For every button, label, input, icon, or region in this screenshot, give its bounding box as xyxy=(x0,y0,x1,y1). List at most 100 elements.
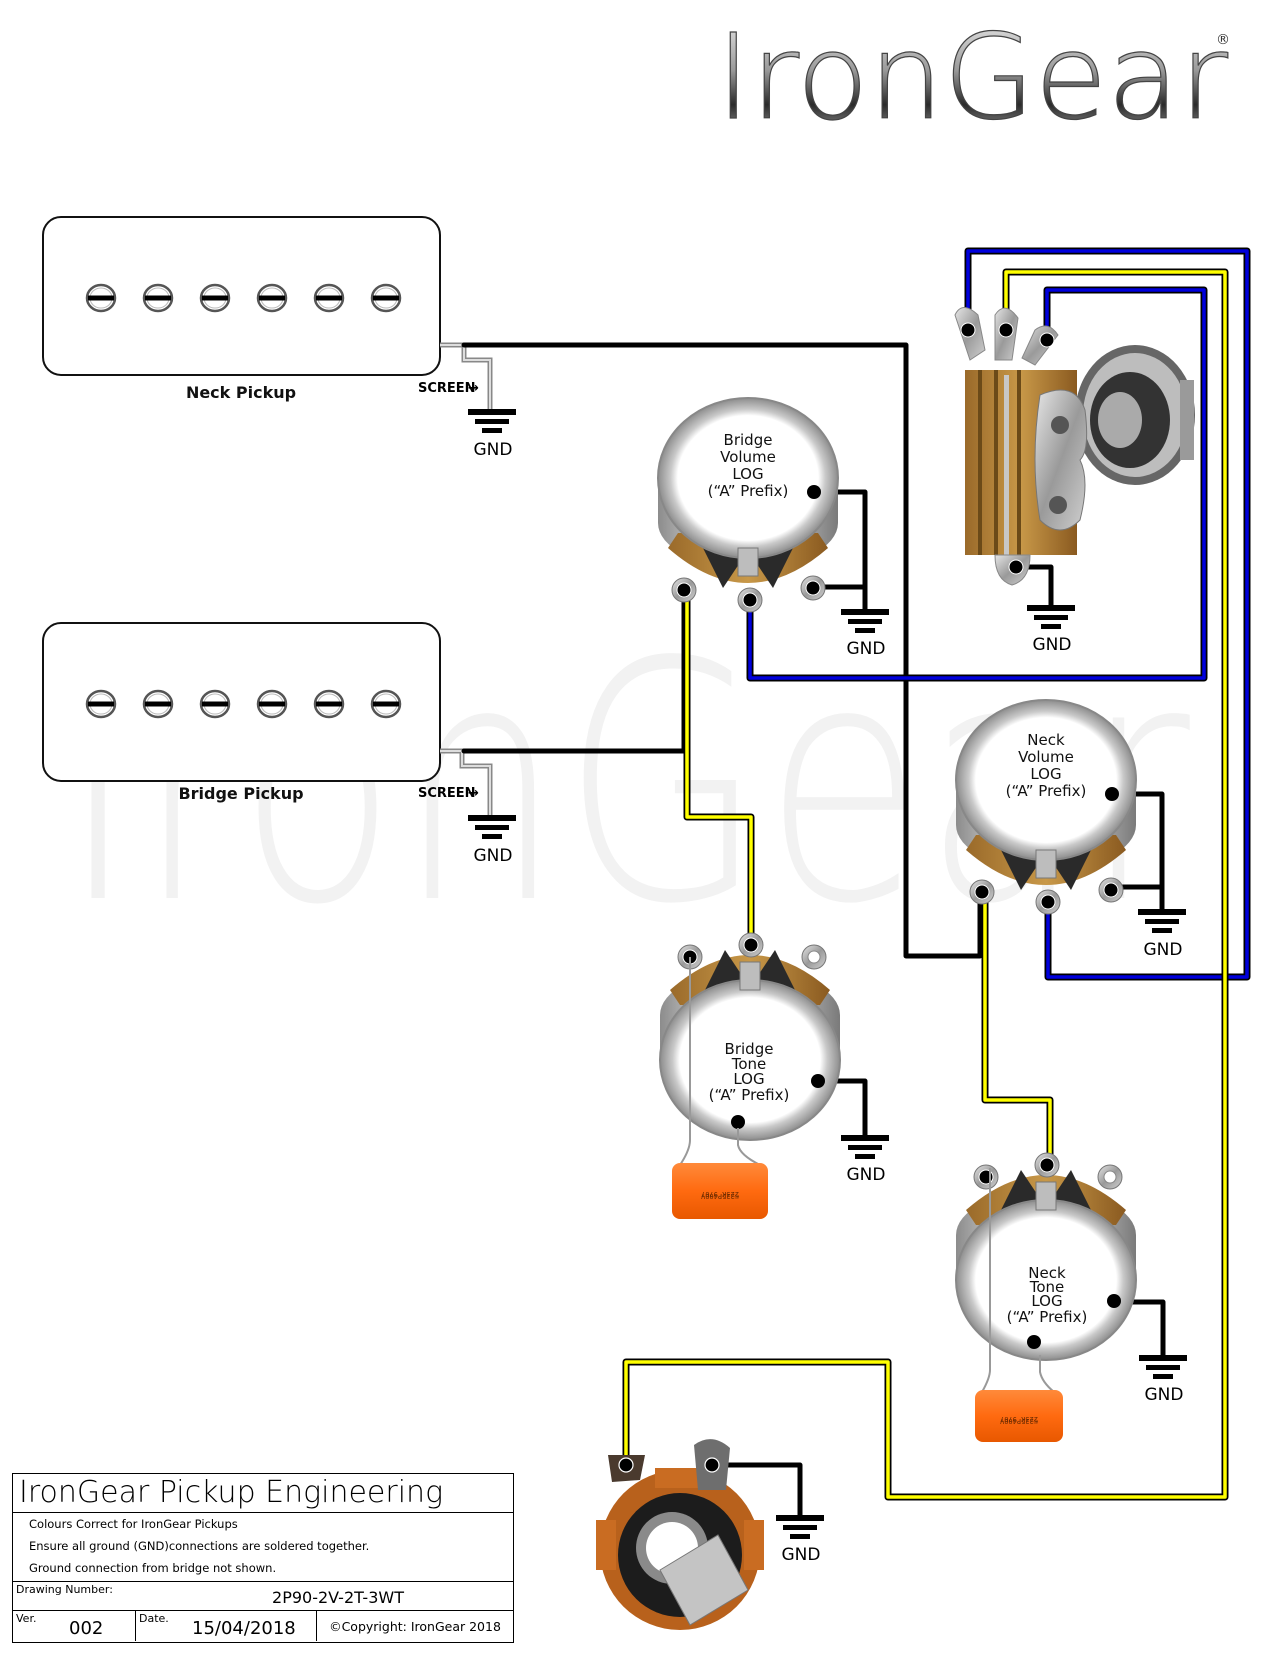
bridge-pickup-label: Bridge Pickup xyxy=(178,784,303,803)
pot-lug-wiper xyxy=(1040,894,1056,910)
bridge-tone-ground-icon xyxy=(841,1135,889,1159)
pot-lug-wiper xyxy=(1039,1157,1055,1173)
pole-piece xyxy=(370,283,402,313)
drawing-number-label: Drawing Number: xyxy=(16,1583,113,1596)
neck-screen-arrow-icon: → xyxy=(468,381,479,396)
pot-label-line: (“A” Prefix) xyxy=(708,482,789,500)
switch-ground-icon xyxy=(1027,605,1075,629)
wire-neck-hot xyxy=(461,342,983,959)
version-date-row: Ver. 002 Date. 15/04/2018 ©Copyright: Ir… xyxy=(13,1611,513,1641)
wire-nt-ground xyxy=(1117,1299,1166,1361)
title-block: IronGear Pickup Engineering Colours Corr… xyxy=(12,1473,514,1643)
pot-lug-3 xyxy=(1103,882,1119,898)
date-label: Date. xyxy=(139,1612,169,1625)
capacitor-marking: 223K 9707 xyxy=(1000,1415,1038,1423)
note-line: Ensure all ground (GND)connections are s… xyxy=(29,1539,370,1553)
pot-lug-wiper xyxy=(742,592,758,608)
registered-mark: ® xyxy=(1216,32,1230,48)
pot-label-line: (“A” Prefix) xyxy=(1006,782,1087,800)
neck-volume-gnd-label: GND xyxy=(1144,940,1183,960)
version-value: 002 xyxy=(69,1618,104,1639)
wires xyxy=(461,247,1251,1521)
neck-pickup-gnd-label: GND xyxy=(474,440,513,460)
pole-piece xyxy=(256,283,288,313)
pot-label-line: Neck xyxy=(1027,731,1065,749)
pot-label-line: Bridge xyxy=(724,431,773,449)
neck-tone-label: Neck Tone LOG (“A” Prefix) xyxy=(1007,1264,1088,1326)
pot-label-line: Bridge xyxy=(725,1040,774,1058)
logo-text: IronGear xyxy=(716,8,1228,146)
pot-label-line: Tone xyxy=(731,1055,767,1073)
bridge-tone-gnd-label: GND xyxy=(847,1165,886,1185)
switch-lug-2 xyxy=(998,322,1014,338)
date-cell: Date. 15/04/2018 xyxy=(136,1611,317,1641)
bridge-screen-label: SCREEN xyxy=(418,786,476,801)
pole-piece xyxy=(85,283,117,313)
copyright: ©Copyright: IronGear 2018 xyxy=(329,1619,501,1634)
bridge-volume-label: Bridge Volume LOG (“A” Prefix) xyxy=(708,431,789,500)
bridge-pickup: Bridge Pickup SCREEN → GND xyxy=(42,622,516,866)
pot-label-line: Tone xyxy=(1029,1278,1065,1296)
capacitor-marking: 223K 9707 xyxy=(701,1190,739,1198)
pole-piece xyxy=(313,689,345,719)
jack-tip-lug xyxy=(618,1457,634,1473)
pot-cap-solder-dot xyxy=(731,1115,745,1129)
title-block-title: IronGear Pickup Engineering xyxy=(13,1474,513,1513)
pole-piece xyxy=(199,283,231,313)
pot-lug-1 xyxy=(676,582,692,598)
neck-pickup-cover xyxy=(42,216,441,376)
pot-case-ground-dot xyxy=(1107,1294,1121,1308)
wire-jack-ground xyxy=(709,1462,803,1521)
pot-label-line: LOG xyxy=(1030,765,1061,783)
pot-label-line: LOG xyxy=(733,1070,764,1088)
pot-label-line: (“A” Prefix) xyxy=(709,1086,790,1104)
pot-label-line: Volume xyxy=(1018,748,1074,766)
switch-lug-1 xyxy=(960,322,976,338)
pot-label-line: Neck xyxy=(1028,1264,1066,1282)
bridge-tone-pot xyxy=(659,932,841,1141)
neck-pickup-poles xyxy=(85,283,402,313)
irongear-logo: IronGear ® xyxy=(715,7,1230,146)
pole-piece xyxy=(313,283,345,313)
neck-tone-gnd-label: GND xyxy=(1145,1385,1184,1405)
note-line: Ground connection from bridge not shown. xyxy=(29,1561,277,1575)
version-cell: Ver. 002 xyxy=(13,1611,136,1641)
neck-volume-pot xyxy=(955,699,1137,915)
bridge-pickup-cover xyxy=(42,622,441,782)
copyright-cell: ©Copyright: IronGear 2018 xyxy=(317,1611,513,1641)
neck-pickup: Neck Pickup SCREEN → GND xyxy=(42,216,516,460)
three-way-switch xyxy=(954,307,1195,586)
bridge-tone-label: Bridge Tone LOG (“A” Prefix) xyxy=(709,1040,790,1104)
drawing-number-row: Drawing Number: 2P90-2V-2T-3WT xyxy=(13,1582,513,1611)
neck-tone-pot xyxy=(955,1152,1137,1361)
bridge-pickup-gnd-label: GND xyxy=(474,846,513,866)
neck-pickup-label: Neck Pickup xyxy=(186,383,296,402)
pot-lug-1 xyxy=(974,884,990,900)
pot-label-line: Volume xyxy=(720,448,776,466)
drawing-number: 2P90-2V-2T-3WT xyxy=(272,1588,404,1607)
bridge-screen-arrow-icon: → xyxy=(468,786,479,801)
pot-lug-3 xyxy=(805,580,821,596)
neck-tone-capacitor: 223K 9707 ©225P400V xyxy=(975,1168,1063,1442)
neck-tone-ground-icon xyxy=(1139,1355,1187,1379)
pot-label-line: LOG xyxy=(1031,1292,1062,1310)
date-value: 15/04/2018 xyxy=(192,1618,296,1639)
jack-gnd-label: GND xyxy=(782,1545,821,1565)
bridge-tone-capacitor: 223K 9707 ©225P400V xyxy=(672,957,768,1219)
neck-pickup-ground-icon xyxy=(468,409,516,433)
switch-lug-3 xyxy=(1039,332,1055,348)
note-line: Colours Correct for IronGear Pickups xyxy=(29,1517,238,1531)
version-label: Ver. xyxy=(16,1612,37,1625)
jack-ground-icon xyxy=(776,1515,824,1539)
pole-piece xyxy=(370,689,402,719)
bridge-pickup-ground-icon xyxy=(468,815,516,839)
pole-piece xyxy=(85,689,117,719)
pot-label-line: LOG xyxy=(732,465,763,483)
pot-lug-wiper xyxy=(743,937,759,953)
switch-ground-lug xyxy=(1008,559,1024,575)
pole-piece xyxy=(142,283,174,313)
pot-case-ground-dot xyxy=(1105,787,1119,801)
pot-label-line: (“A” Prefix) xyxy=(1007,1308,1088,1326)
jack-sleeve-lug xyxy=(704,1457,720,1473)
